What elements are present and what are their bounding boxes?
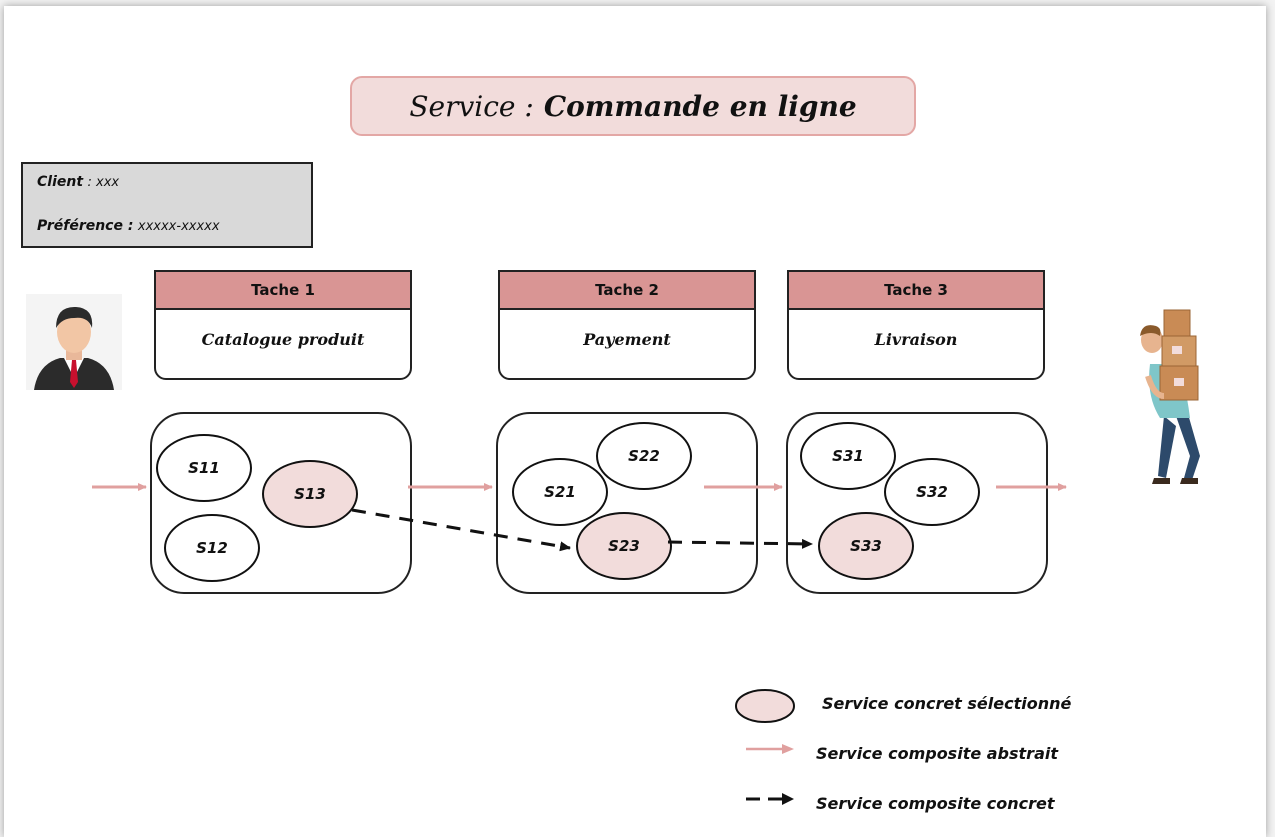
preference-row: Préférence : xxxxx-xxxxx <box>37 218 220 234</box>
flow-arrows <box>92 483 1067 552</box>
task-header-3: Tache 3 <box>787 270 1045 310</box>
task-header-1: Tache 1 <box>154 270 412 310</box>
task-header-2: Tache 2 <box>498 270 756 310</box>
preference-value: xxxxx-xxxxx <box>137 219 220 234</box>
legend-selected-ellipse <box>735 689 795 723</box>
diagram-page: Service : Commande en ligne Client : xxx… <box>4 6 1266 837</box>
legend-concrete-label: Service composite concret <box>816 794 1055 813</box>
task-name-2: Payement <box>583 330 671 349</box>
task-name-3: Livraison <box>874 330 958 349</box>
service-node-s13: S13 <box>262 460 358 528</box>
service-node-s22: S22 <box>596 422 692 490</box>
businessman-icon <box>26 294 122 390</box>
task-name-1: Catalogue produit <box>201 330 365 349</box>
service-node-s32: S32 <box>884 458 980 526</box>
service-node-s23: S23 <box>576 512 672 580</box>
service-pool-2: S21 S22 S23 <box>496 412 758 594</box>
delivery-person-icon <box>1140 309 1200 484</box>
legend-concrete-arrow <box>746 793 794 805</box>
service-node-s31: S31 <box>800 422 896 490</box>
service-title-prefix: Service : <box>409 89 534 123</box>
task-card-1: Tache 1 Catalogue produit <box>154 270 412 380</box>
concrete-arrow-s13-s23 <box>351 508 571 552</box>
client-row: Client : xxx <box>37 174 119 190</box>
service-node-s33: S33 <box>818 512 914 580</box>
concrete-composite-arrows <box>351 508 813 552</box>
service-node-s11: S11 <box>156 434 252 502</box>
service-title: Service : Commande en ligne <box>350 76 916 136</box>
service-node-s21: S21 <box>512 458 608 526</box>
client-value: : xxx <box>87 175 120 190</box>
task-card-3: Tache 3 Livraison <box>787 270 1045 380</box>
concrete-arrow-s23-s33 <box>667 538 813 549</box>
service-node-s12: S12 <box>164 514 260 582</box>
legend-selected-label: Service concret sélectionné <box>822 694 1072 713</box>
legend-abstract-label: Service composite abstrait <box>816 744 1058 763</box>
legend-abstract-arrow <box>746 744 794 754</box>
service-title-name: Commande en ligne <box>543 89 857 123</box>
service-pool-3: S31 S32 S33 <box>786 412 1048 594</box>
preference-label: Préférence : <box>37 218 134 234</box>
client-label: Client <box>37 174 84 190</box>
service-pool-1: S11 S12 S13 <box>150 412 412 594</box>
client-info-box: Client : xxx Préférence : xxxxx-xxxxx <box>21 162 313 248</box>
task-card-2: Tache 2 Payement <box>498 270 756 380</box>
